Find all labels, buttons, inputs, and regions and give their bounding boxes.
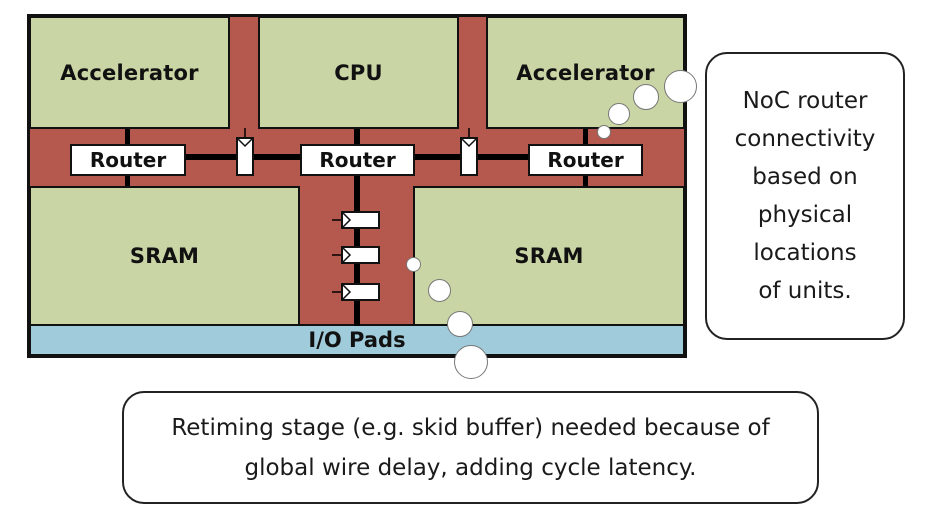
router-label: Router	[547, 148, 624, 172]
block-label: I/O Pads	[308, 328, 406, 352]
retiming-register-vertical-2	[332, 246, 380, 264]
router-label: Router	[319, 148, 396, 172]
retiming-register-vertical-3	[332, 283, 380, 301]
router-left: Router	[70, 144, 186, 176]
block-label: Accelerator	[60, 60, 199, 85]
block-label: SRAM	[514, 244, 584, 268]
router-label: Router	[89, 148, 167, 172]
block-label: CPU	[334, 60, 383, 85]
block-label: SRAM	[129, 244, 200, 268]
block-sram-left: SRAM	[29, 186, 300, 326]
router-center: Router	[300, 144, 415, 176]
block-sram-right: SRAM	[413, 186, 685, 326]
retiming-register-vertical-1	[332, 211, 380, 229]
router-right: Router	[528, 144, 643, 176]
thought-bubble-dot	[608, 103, 630, 125]
thought-bubble-dot	[406, 257, 421, 272]
block-accelerator-right: Accelerator	[486, 16, 685, 129]
callout-line: locations	[753, 240, 857, 266]
callout-line: connectivity	[734, 126, 876, 152]
block-cpu: CPU	[258, 16, 459, 129]
callout-line: of units.	[758, 278, 852, 304]
callout-line: Retiming stage (e.g. skid buffer) needed…	[171, 414, 770, 441]
block-io-pads: I/O Pads	[29, 324, 685, 356]
block-accelerator-left: Accelerator	[29, 16, 230, 129]
callout-line: NoC router	[742, 88, 868, 114]
callout-line: global wire delay, adding cycle latency.	[244, 454, 697, 481]
callout-line: based on	[752, 164, 858, 190]
thought-bubble-dot	[597, 125, 611, 139]
thought-bubble-dot	[664, 70, 697, 103]
callout-router-connectivity: NoC router connectivity based on physica…	[705, 52, 905, 340]
thought-bubble-dot	[447, 311, 473, 337]
retiming-register-horizontal-right	[460, 128, 478, 176]
thought-bubble-dot	[454, 345, 488, 379]
thought-bubble-dot	[428, 279, 451, 302]
thought-bubble-dot	[633, 84, 659, 110]
retiming-register-horizontal-left	[236, 128, 254, 176]
callout-line: physical	[757, 202, 853, 228]
block-label: Accelerator	[516, 60, 655, 85]
callout-retiming-stage: Retiming stage (e.g. skid buffer) needed…	[122, 391, 819, 504]
